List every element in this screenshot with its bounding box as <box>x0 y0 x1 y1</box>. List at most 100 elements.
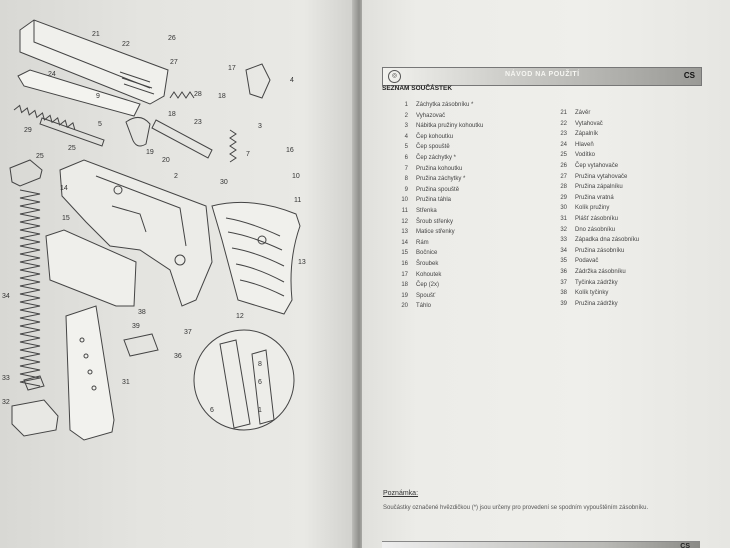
part-trigger <box>125 117 151 147</box>
language-code: CS <box>683 71 695 80</box>
svg-text:28: 28 <box>194 91 202 98</box>
svg-text:6: 6 <box>258 379 262 386</box>
svg-text:34: 34 <box>2 293 10 300</box>
svg-text:22: 22 <box>122 41 130 48</box>
diagram-callouts: 21 22 26 27 24 17 4 9 28 18 18 5 23 3 29… <box>2 31 306 414</box>
svg-text:14: 14 <box>60 185 68 192</box>
svg-text:39: 39 <box>132 323 140 330</box>
svg-text:18: 18 <box>218 93 226 100</box>
svg-text:15: 15 <box>62 215 70 222</box>
left-page: 21 22 26 27 24 17 4 9 28 18 18 5 23 3 29… <box>0 0 358 548</box>
section-title: SEZNAM SOUČÁSTEK <box>382 85 453 92</box>
svg-text:25: 25 <box>68 145 76 152</box>
svg-text:24: 24 <box>48 71 56 78</box>
svg-text:25: 25 <box>36 153 44 160</box>
part-magazine-spring <box>19 189 41 387</box>
svg-text:36: 36 <box>174 353 182 360</box>
part-side-plate <box>45 229 137 307</box>
svg-text:10: 10 <box>292 173 300 180</box>
svg-text:38: 38 <box>138 309 146 316</box>
svg-text:8: 8 <box>258 361 262 368</box>
svg-text:30: 30 <box>220 179 228 186</box>
part-hammer <box>245 63 271 99</box>
svg-text:2: 2 <box>174 173 178 180</box>
part-follower <box>9 159 43 187</box>
svg-text:29: 29 <box>24 127 32 134</box>
svg-text:16: 16 <box>286 147 294 154</box>
part-magazine-catch <box>123 333 159 357</box>
svg-text:17: 17 <box>228 65 236 72</box>
svg-text:4: 4 <box>290 77 294 84</box>
part-frame <box>59 159 213 307</box>
svg-text:12: 12 <box>236 313 244 320</box>
svg-text:32: 32 <box>2 399 10 406</box>
part-hammer-spring <box>229 129 237 163</box>
svg-text:6: 6 <box>210 407 214 414</box>
svg-text:18: 18 <box>168 111 176 118</box>
svg-text:13: 13 <box>298 259 306 266</box>
part-recoil-spring <box>13 104 76 130</box>
detail-inset <box>193 329 295 431</box>
svg-text:5: 5 <box>98 121 102 128</box>
svg-text:11: 11 <box>294 197 301 204</box>
part-grip <box>211 201 301 315</box>
part-drawbar <box>151 119 213 159</box>
header-title: NÁVOD NA POUŽITÍ <box>505 71 580 78</box>
svg-text:33: 33 <box>2 375 10 382</box>
part-magazine-base <box>11 399 59 437</box>
part-slide <box>19 19 169 105</box>
svg-text:19: 19 <box>146 149 154 156</box>
svg-text:37: 37 <box>184 329 192 336</box>
brand-logo-icon: ◎ <box>388 70 401 83</box>
svg-text:1: 1 <box>258 407 262 414</box>
svg-text:20: 20 <box>162 157 170 164</box>
header-bar: ◎ NÁVOD NA POUŽITÍ CS <box>382 67 702 86</box>
svg-text:7: 7 <box>246 151 250 158</box>
part-magazine <box>65 305 115 441</box>
note-text: Součástky označené hvězdičkou (*) jsou u… <box>383 505 649 511</box>
svg-text:3: 3 <box>258 123 262 130</box>
exploded-parts-diagram: 21 22 26 27 24 17 4 9 28 18 18 5 23 3 29… <box>2 19 306 441</box>
svg-text:21: 21 <box>92 31 100 38</box>
footer-mark: CS <box>680 543 690 548</box>
right-page: ◎ NÁVOD NA POUŽITÍ CS SEZNAM SOUČÁSTEK 1… <box>362 0 730 548</box>
note-title: Poznámka: <box>383 490 419 497</box>
svg-text:23: 23 <box>194 119 202 126</box>
footer-bar: CS <box>382 541 700 548</box>
